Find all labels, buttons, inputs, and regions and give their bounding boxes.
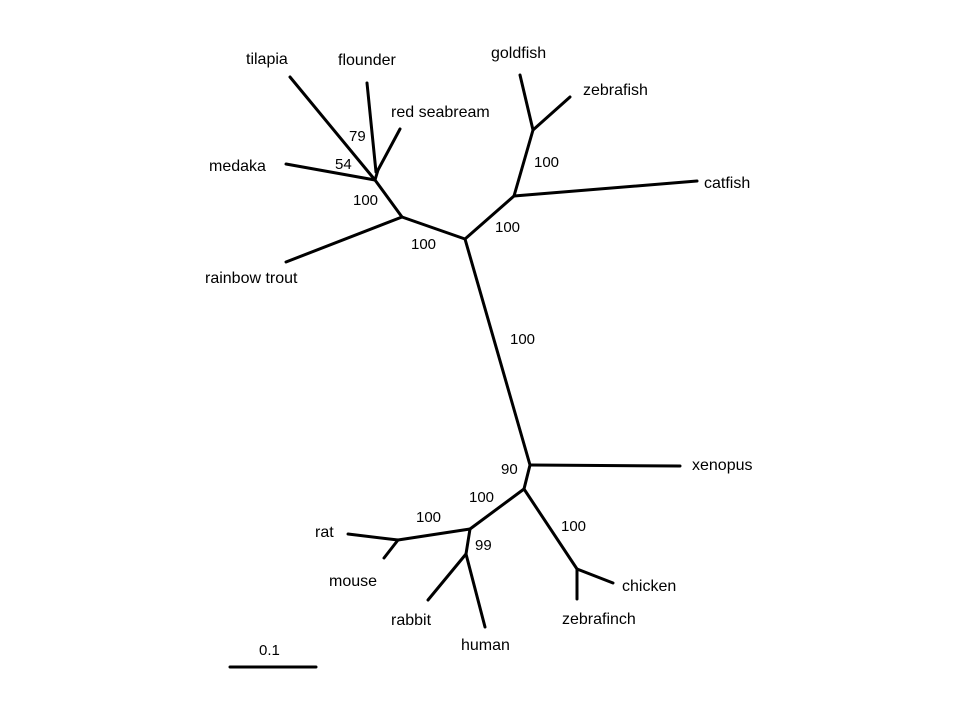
branch-xenopus bbox=[528, 463, 682, 468]
taxon-human: human bbox=[461, 637, 510, 654]
branch-medaka bbox=[284, 162, 377, 182]
taxon-rat: rat bbox=[315, 524, 334, 541]
branch-cyprinid-stem bbox=[512, 128, 535, 198]
taxon-goldfish: goldfish bbox=[491, 45, 546, 62]
branch-flounder-clade-stem bbox=[373, 168, 380, 182]
support-primate-rabbit: 99 bbox=[475, 537, 492, 554]
taxon-tilapia: tilapia bbox=[246, 51, 288, 68]
branch-chicken bbox=[575, 567, 615, 585]
taxon-zebrafish: zebrafish bbox=[583, 82, 648, 99]
taxon-mouse: mouse bbox=[329, 573, 377, 590]
branch-catfish bbox=[512, 179, 699, 198]
support-medaka-clade: 54 bbox=[335, 156, 352, 173]
support-flounder-clade: 79 bbox=[349, 128, 366, 145]
branch-rainbow-trout bbox=[284, 215, 404, 264]
taxon-catfish: catfish bbox=[704, 175, 750, 192]
support-ostariophysi: 100 bbox=[495, 219, 520, 236]
support-bird: 100 bbox=[561, 518, 586, 535]
support-cyprinid: 100 bbox=[534, 154, 559, 171]
taxon-rainbow-trout: rainbow trout bbox=[205, 270, 298, 287]
taxon-chicken: chicken bbox=[622, 578, 676, 595]
branch-left-fish-stem bbox=[400, 215, 467, 241]
support-acanthopterygii: 100 bbox=[353, 192, 378, 209]
support-teleost-left: 100 bbox=[411, 236, 436, 253]
branch-fish-tetrapod bbox=[463, 237, 532, 467]
taxon-medaka: medaka bbox=[209, 158, 266, 175]
support-amniote: 100 bbox=[469, 489, 494, 506]
branch-primate-stem bbox=[464, 527, 472, 556]
branch-mammal-stem bbox=[468, 487, 526, 531]
branch-acanthopterygii-stem bbox=[373, 178, 404, 219]
taxon-zebrafinch: zebrafinch bbox=[562, 611, 636, 628]
support-xenopus-node: 90 bbox=[501, 461, 518, 478]
branch-human bbox=[464, 552, 487, 629]
support-values: 79 54 100 100 100 100 100 90 100 100 99 … bbox=[335, 128, 586, 554]
taxon-labels: tilapia flounder red seabream medaka rai… bbox=[205, 45, 753, 654]
branch-flounder bbox=[365, 81, 378, 174]
branch-red-seabream bbox=[376, 127, 402, 172]
branch-mouse bbox=[382, 538, 400, 560]
branch-rabbit bbox=[426, 552, 468, 602]
branch-bird-stem bbox=[522, 487, 579, 571]
branch-rat bbox=[346, 532, 400, 542]
tree-branches bbox=[284, 73, 699, 629]
taxon-xenopus: xenopus bbox=[692, 457, 753, 474]
scale-bar-label: 0.1 bbox=[259, 642, 280, 659]
support-rodent: 100 bbox=[416, 509, 441, 526]
branch-amniote-stem bbox=[522, 463, 532, 491]
branch-zebrafish bbox=[531, 95, 572, 132]
branch-goldfish bbox=[518, 73, 535, 132]
branch-ostariophysi-stem bbox=[463, 194, 516, 241]
taxon-flounder: flounder bbox=[338, 52, 396, 69]
branch-tilapia bbox=[288, 75, 377, 182]
branch-rodent-stem bbox=[396, 527, 472, 542]
support-fish-tetrapod: 100 bbox=[510, 331, 535, 348]
taxon-rabbit: rabbit bbox=[391, 612, 432, 629]
scale-bar: 0.1 bbox=[228, 642, 318, 669]
taxon-red-seabream: red seabream bbox=[391, 104, 490, 121]
